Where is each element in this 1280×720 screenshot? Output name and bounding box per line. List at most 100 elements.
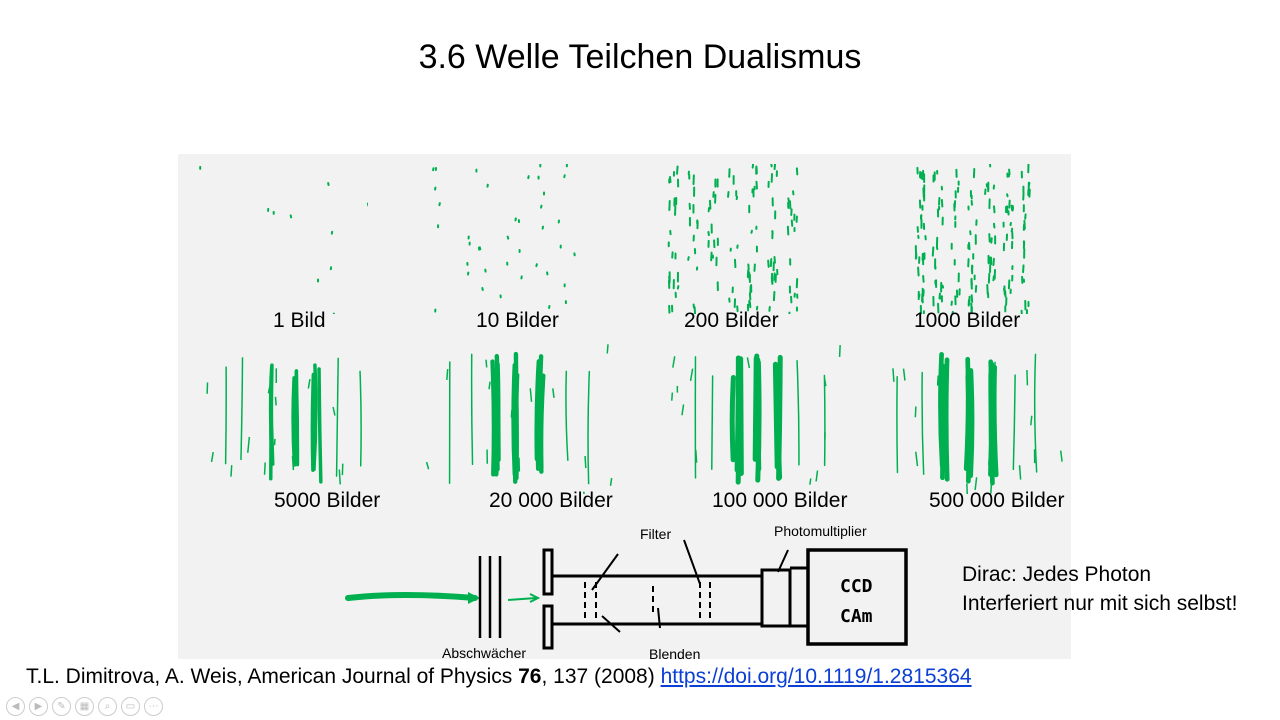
- fringe-line: [796, 360, 800, 466]
- pattern-200-image: [667, 164, 799, 314]
- photon-dot: [695, 450, 698, 463]
- panel-label-100000: 100 000 Bilder: [712, 489, 848, 512]
- fringe-line: [966, 367, 972, 484]
- photon-dot: [681, 404, 685, 416]
- photon-dot: [966, 483, 969, 494]
- photon-dot: [915, 451, 919, 467]
- photon-dot: [914, 406, 917, 418]
- pen-icon[interactable]: ✎: [52, 697, 71, 716]
- photon-dot: [990, 478, 993, 494]
- photon-dot: [689, 368, 694, 382]
- fringe-line: [755, 357, 762, 472]
- setup-sketch: CCD CAm: [345, 539, 908, 650]
- photon-dot: [815, 470, 819, 482]
- filter-label: Filter: [640, 526, 672, 542]
- fringe-line: [775, 362, 783, 480]
- pattern-1000-image: [914, 164, 1031, 314]
- fringe-line: [224, 366, 227, 465]
- fringe-line: [269, 374, 275, 466]
- photon-dot: [730, 378, 733, 393]
- attenuator-plates: [478, 556, 502, 638]
- slides-icon[interactable]: ▦: [75, 697, 94, 716]
- photon-dot: [494, 381, 497, 397]
- photon-dot: [823, 378, 827, 387]
- pattern-100000-image: [671, 345, 841, 485]
- panel-label-1000: 1000 Bilder: [914, 309, 1021, 332]
- citation: T.L. Dimitrova, A. Weis, American Journa…: [26, 665, 972, 689]
- prev-icon[interactable]: ◀: [6, 697, 25, 716]
- cam-label: CAm: [840, 606, 873, 627]
- photon-dot: [529, 388, 533, 402]
- fringe-line: [896, 376, 899, 474]
- photon-dot: [485, 359, 488, 368]
- photon-dot: [338, 469, 342, 485]
- fringe-line: [359, 370, 362, 467]
- pattern-20000-image: [425, 344, 613, 494]
- photon-dot: [936, 375, 939, 386]
- photon-dot: [488, 381, 491, 390]
- doi-link[interactable]: https://doi.org/10.1119/1.2815364: [660, 665, 972, 688]
- panel-label-500000: 500 000 Bilder: [929, 489, 1065, 512]
- photon-dot: [738, 446, 741, 456]
- fringe-line: [734, 355, 741, 473]
- photon-dot: [1018, 465, 1022, 480]
- panel-label-5000: 5000 Bilder: [274, 489, 381, 512]
- fringe-line: [738, 356, 744, 477]
- dirac-quote: Dirac: Jedes Photon Interferiert nur mit…: [962, 560, 1237, 618]
- photon-dot: [1030, 415, 1033, 426]
- photon-dot: [902, 368, 906, 381]
- photomultiplier-label: Photomultiplier: [774, 523, 867, 539]
- subtitle-icon[interactable]: ▭: [121, 697, 140, 716]
- photon-dot: [210, 451, 214, 463]
- fringe-line: [310, 372, 316, 472]
- panel-label-200: 200 Bilder: [684, 309, 779, 332]
- fringe-line: [335, 357, 339, 477]
- dirac-line-1: Dirac: Jedes Photon: [962, 563, 1152, 586]
- fringe-line: [968, 368, 975, 479]
- photon-dot: [974, 477, 978, 490]
- photon-dot: [446, 369, 449, 381]
- laser-beam: [345, 592, 478, 601]
- fringe-line: [293, 369, 299, 466]
- photon-dot: [263, 462, 266, 475]
- fringe-line: [943, 357, 950, 482]
- fringe-line: [1033, 353, 1038, 473]
- next-icon[interactable]: ▶: [29, 697, 48, 716]
- ccd-label: CCD: [840, 576, 873, 597]
- fringe-line: [729, 374, 736, 463]
- fringe-line: [512, 372, 520, 484]
- panel-label-20000: 20 000 Bilder: [489, 489, 613, 512]
- citation-volume: 76: [518, 665, 542, 688]
- fringe-line: [565, 370, 569, 462]
- photon-dot: [552, 388, 555, 398]
- photon-dot: [582, 491, 585, 494]
- photon-dot: [609, 477, 613, 486]
- pattern-1-image: [199, 165, 368, 314]
- photon-dot: [332, 406, 336, 416]
- pattern-10-image: [432, 164, 576, 314]
- pattern-500000-image: [892, 352, 1063, 494]
- photon-dot: [671, 392, 674, 401]
- citation-rest: , 137 (2008): [541, 665, 661, 688]
- photon-dot: [746, 357, 751, 369]
- fringe-line: [240, 357, 244, 461]
- panel-label-1: 1 Bild: [273, 309, 326, 332]
- photon-dot: [274, 396, 277, 406]
- citation-authors: T.L. Dimitrova, A. Weis, American Journa…: [26, 665, 519, 688]
- photon-dot: [307, 379, 311, 389]
- blenden-label: Blenden: [649, 646, 701, 662]
- fringe-line: [1012, 374, 1016, 471]
- slideshow-nav: ◀ ▶ ✎ ▦ ⌕ ▭ ⋯: [6, 697, 163, 716]
- photon-dot: [672, 356, 676, 368]
- more-icon[interactable]: ⋯: [144, 697, 163, 716]
- zoom-icon[interactable]: ⌕: [98, 697, 117, 716]
- fringe-line: [991, 364, 999, 478]
- photon-dot: [606, 344, 609, 354]
- dirac-line-2: Interferiert nur mit sich selbst!: [962, 592, 1238, 615]
- slide-title: 3.6 Welle Teilchen Dualismus: [418, 38, 862, 76]
- photon-dot: [892, 368, 895, 382]
- fringe-line: [490, 359, 497, 477]
- fringe-line: [494, 366, 500, 472]
- abschwaecher-label: Abschwächer: [442, 645, 527, 661]
- fringe-line: [939, 371, 945, 481]
